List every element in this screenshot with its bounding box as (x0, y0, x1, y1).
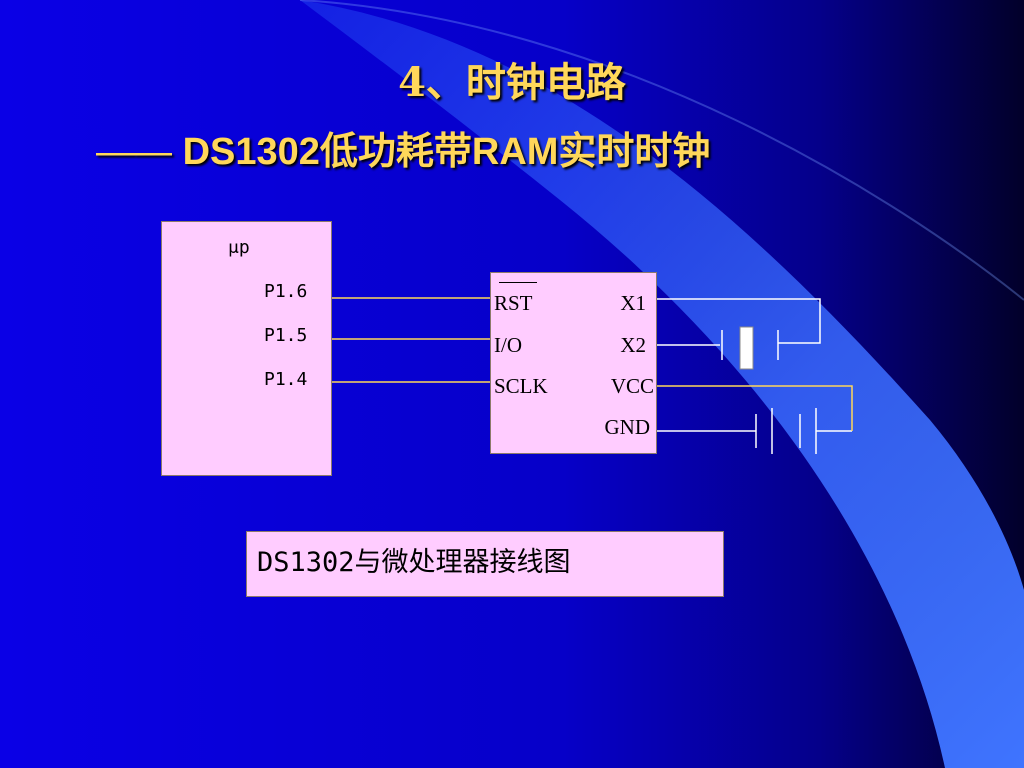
ds1302-chip-box: RST I/O SCLK X1 X2 VCC GND (490, 272, 657, 454)
pin-vcc: VCC (610, 374, 654, 398)
wire-x1-crystal (656, 298, 821, 344)
crystal-icon (739, 326, 754, 370)
pin-rst: RST (494, 291, 533, 315)
slide-title: 4、时钟电路 (398, 59, 626, 106)
pin-p1-5: P1.5 (264, 325, 308, 346)
pin-io: I/O (494, 333, 522, 357)
wire-vcc (656, 385, 853, 431)
pin-x1: X1 (620, 291, 646, 315)
slide-subtitle: —— DS1302低功耗带RAM实时时钟 (96, 120, 710, 175)
pin-sclk: SCLK (494, 374, 548, 398)
mcu-label: μp (228, 237, 250, 258)
pin-gnd: GND (604, 415, 651, 439)
rst-overbar (499, 282, 537, 283)
subtitle-dash: —— (96, 131, 172, 173)
subtitle-text: DS1302低功耗带RAM实时时钟 (182, 131, 711, 173)
pin-p1-6: P1.6 (264, 281, 308, 302)
microprocessor-box: μp P1.6 P1.5 P1.4 (161, 221, 332, 476)
pin-x2: X2 (620, 333, 646, 357)
diagram-caption: DS1302与微处理器接线图 (246, 531, 724, 597)
pin-p1-4: P1.4 (264, 369, 308, 390)
